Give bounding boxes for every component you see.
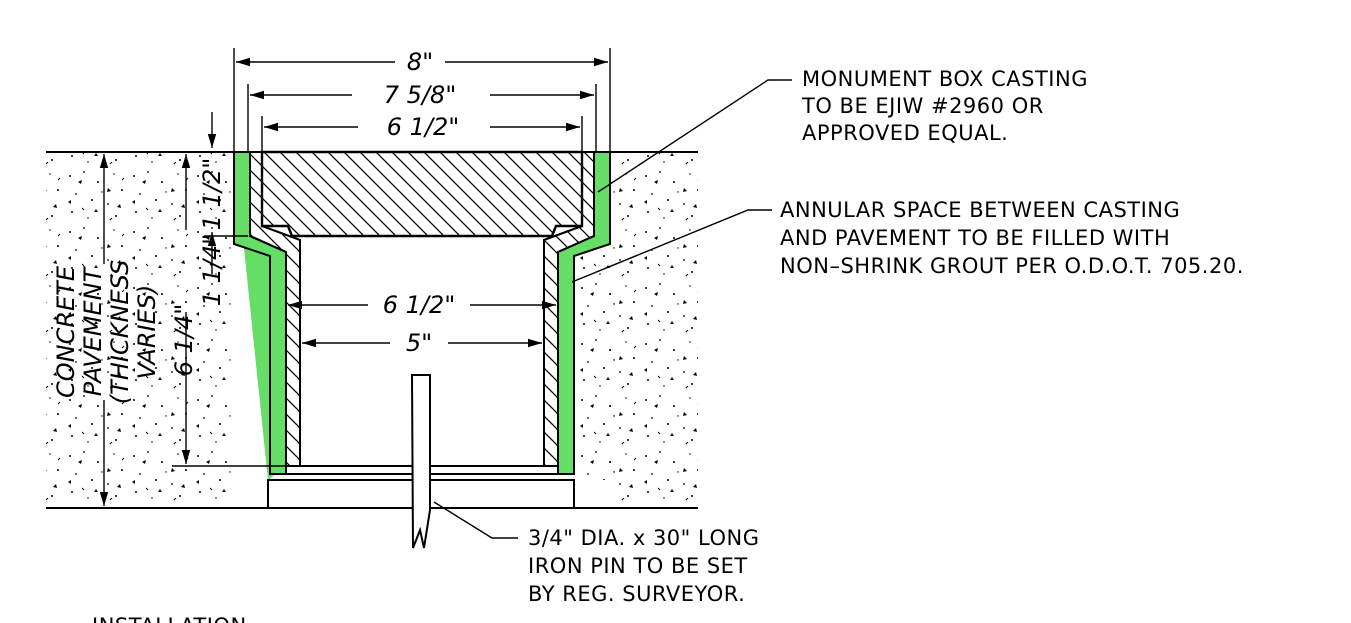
note-pin-line-3: BY REG. SURVEYOR. (528, 582, 745, 606)
concrete-pavement (46, 151, 698, 509)
iron-pin (410, 374, 431, 549)
leader-lines (433, 79, 792, 539)
dim-barrel-outer: 6 1/2" (383, 291, 456, 319)
pavement-label: CONCRETE PAVEMENT (THICKNESS VARIES) (52, 260, 161, 404)
note-casting: MONUMENT BOX CASTING TO BE EJIW #2960 OR… (801, 67, 1088, 145)
dim-casting-width: 7 5/8" (384, 81, 457, 109)
note-grout-line-1: ANNULAR SPACE BETWEEN CASTING (780, 198, 1180, 222)
note-grout: ANNULAR SPACE BETWEEN CASTING AND PAVEME… (780, 198, 1244, 278)
note-grout-line-3: NON–SHRINK GROUT PER O.D.O.T. 705.20. (780, 254, 1244, 278)
casting-lid (260, 150, 584, 238)
note-casting-line-3: APPROVED EQUAL. (802, 121, 1008, 145)
note-iron-pin: 3/4" DIA. x 30" LONG IRON PIN TO BE SET … (528, 526, 759, 606)
pavement-label-line-3: (THICKNESS (106, 260, 134, 404)
note-pin-line-1: 3/4" DIA. x 30" LONG (528, 526, 759, 550)
dim-barrel-depth: 6 1/4" (170, 304, 198, 377)
pavement-label-line-2: PAVEMENT (79, 265, 107, 396)
note-grout-line-2: AND PAVEMENT TO BE FILLED WITH (780, 226, 1170, 250)
note-casting-line-1: MONUMENT BOX CASTING (802, 67, 1088, 91)
dim-upper-depth: 1 1/4" (198, 234, 226, 307)
dim-lid-width: 6 1/2" (387, 113, 460, 141)
dim-top-depth: 1 1/2" (198, 158, 226, 231)
note-pin-line-2: IRON PIN TO BE SET (528, 554, 748, 578)
pavement-label-line-4: VARIES) (133, 285, 161, 380)
note-casting-line-2: TO BE EJIW #2960 OR (801, 94, 1044, 118)
dimension-lines (99, 57, 608, 506)
footer-label: INSTALLATION (92, 614, 247, 623)
dim-overall-width: 8" (407, 48, 433, 76)
pavement-label-line-1: CONCRETE (52, 265, 80, 398)
dim-barrel-inner: 5" (406, 329, 432, 357)
extension-lines (172, 48, 611, 467)
